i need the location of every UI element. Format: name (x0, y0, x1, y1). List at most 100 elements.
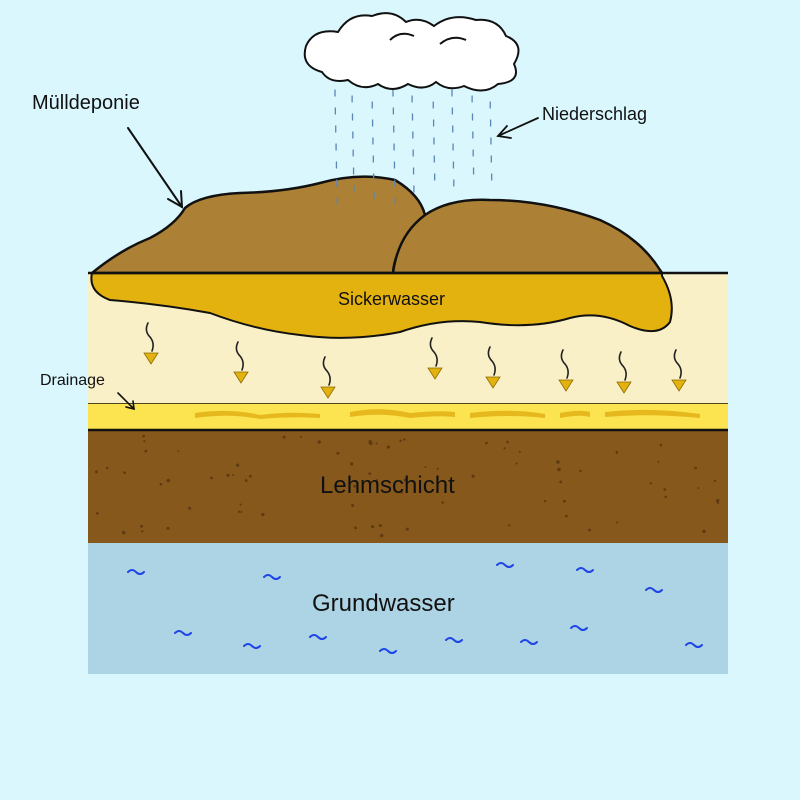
clay-speckle (556, 460, 560, 464)
clay-speckle (400, 491, 403, 494)
clay-speckle (123, 471, 127, 475)
clay-speckle (515, 462, 518, 465)
seepage-arrow-icon (485, 346, 501, 389)
leachate-pool (90, 272, 673, 339)
clay-speckle (441, 501, 444, 504)
clay-speckle (143, 440, 146, 443)
precipitation-label: Niederschlag (542, 104, 648, 124)
water-wave (576, 567, 594, 573)
clay-speckle (375, 478, 378, 482)
clay-speckle (166, 478, 171, 483)
clay-speckle (368, 440, 373, 444)
landfill-pointer-arrow (127, 127, 184, 209)
clay-speckle (403, 438, 406, 441)
clay-speckle (659, 443, 663, 447)
clay-speckle (121, 530, 126, 535)
clay-speckle (261, 512, 265, 517)
water-wave (570, 625, 588, 631)
clay-speckle (663, 488, 666, 491)
clay-speckle (240, 510, 243, 514)
clay-speckle (188, 506, 192, 510)
clay-speckle (471, 474, 475, 478)
clay-speckle (177, 450, 180, 453)
clay-speckle (615, 451, 618, 454)
seepage-arrow-icon (427, 337, 443, 380)
clay-speckle (378, 524, 382, 528)
clay-speckle (249, 474, 252, 478)
clay-speckle (702, 529, 706, 533)
seepage-arrow-icon (671, 349, 687, 392)
clay-speckle (559, 480, 563, 484)
groundwater-layer (88, 543, 728, 674)
landfill-label: Mülldeponie (32, 92, 140, 114)
clay-speckle (140, 524, 144, 528)
clay-speckle (371, 525, 375, 529)
clay-speckle (716, 502, 720, 505)
clay-speckle (657, 460, 660, 463)
seepage-arrow-icon (143, 322, 159, 365)
clay-speckle (518, 450, 521, 453)
clay-speckle (237, 510, 241, 513)
clay-speckle (239, 503, 242, 506)
clay-speckles (94, 434, 720, 538)
drainage-label: Drainage (40, 372, 105, 389)
cloud-icon (303, 12, 520, 92)
clay-speckle (94, 470, 98, 474)
clay-layer (88, 430, 728, 543)
water-wave (243, 643, 261, 649)
clay-speckle (166, 526, 170, 530)
seepage-arrows (143, 322, 687, 399)
clay-speckle (386, 445, 391, 449)
clay-speckle (445, 484, 448, 487)
clay-speckle (565, 514, 568, 518)
groundwater-label: Grundwasser (312, 590, 455, 617)
clay-speckle (697, 487, 700, 489)
clay-speckle (244, 479, 248, 482)
water-wave (496, 562, 514, 568)
clay-speckle (405, 527, 409, 531)
clay-speckle (503, 447, 506, 450)
clay-speckle (336, 451, 340, 455)
clay-speckle (142, 434, 146, 438)
water-wave (379, 648, 397, 654)
drainage-pointer-arrow (117, 392, 135, 411)
clay-speckle (436, 467, 439, 470)
clay-speckle (399, 439, 402, 442)
clay-speckle (350, 462, 354, 466)
clay-layer-label: Lehmschicht (320, 472, 455, 499)
leachate-label: Sickerwasser (338, 289, 446, 309)
clay-speckle (380, 533, 384, 538)
clay-speckle (424, 466, 427, 468)
clay-speckle (106, 466, 109, 470)
water-wave (309, 634, 327, 640)
clay-speckle (375, 442, 378, 445)
clay-speckle (317, 440, 321, 444)
water-wave (127, 569, 145, 575)
clay-speckle (141, 530, 144, 533)
clay-speckle (403, 478, 407, 482)
clay-speckle (506, 440, 509, 444)
water-wave (645, 587, 663, 593)
drainage-pipes (195, 409, 700, 419)
clay-speckle (299, 435, 302, 438)
rain-drops (334, 89, 493, 205)
clay-speckle (485, 441, 488, 445)
clay-speckle (649, 482, 652, 485)
clay-speckle (664, 495, 667, 499)
seepage-arrow-icon (616, 351, 632, 394)
water-wave (685, 642, 703, 648)
clay-speckle (351, 504, 355, 507)
precipitation-pointer-arrow (496, 117, 539, 139)
clay-speckle (354, 526, 358, 530)
clay-speckle (353, 484, 357, 488)
water-wave (445, 637, 463, 643)
clay-speckle (588, 528, 591, 532)
landfill-mound-right (391, 198, 664, 275)
clay-speckle (562, 499, 566, 503)
clay-speckle (282, 435, 286, 439)
clay-speckle (144, 449, 148, 453)
clay-speckle (713, 479, 717, 482)
clay-speckle (159, 482, 163, 486)
